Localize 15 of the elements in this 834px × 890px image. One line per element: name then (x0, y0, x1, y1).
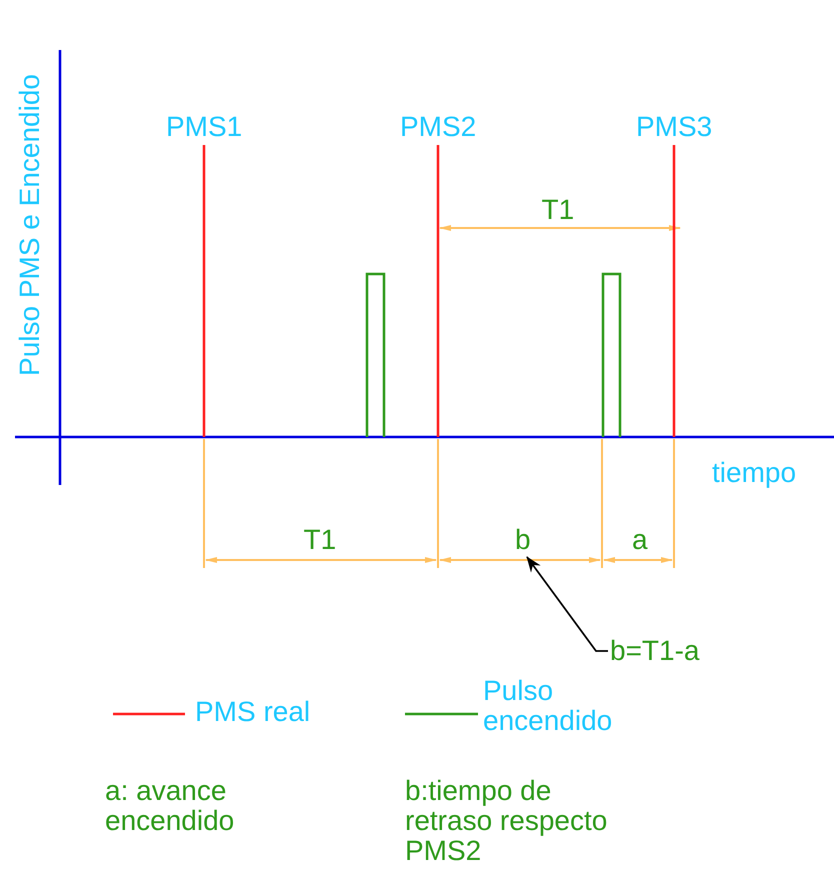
dimension-label: a (632, 525, 648, 555)
formula-label: b=T1-a (610, 636, 700, 666)
leader-line (526, 556, 608, 652)
axis-title: Pulso PMS e Encendido (14, 74, 45, 376)
tdc-label: PMS1 (166, 112, 242, 142)
note-text: b:tiempo de retraso respecto PMS2 (405, 776, 608, 866)
legend-label: Pulso encendido (483, 676, 614, 736)
tdc-label: PMS3 (636, 112, 712, 142)
legend-label: PMS real (195, 697, 312, 727)
tdc-label: PMS2 (400, 112, 476, 142)
dimension-label: T1 (304, 525, 336, 555)
dimension-label: b (515, 525, 531, 555)
note-text: a: avance encendido (105, 776, 236, 836)
dimension-label: T1 (542, 195, 574, 225)
axis-title: tiempo (712, 458, 796, 488)
